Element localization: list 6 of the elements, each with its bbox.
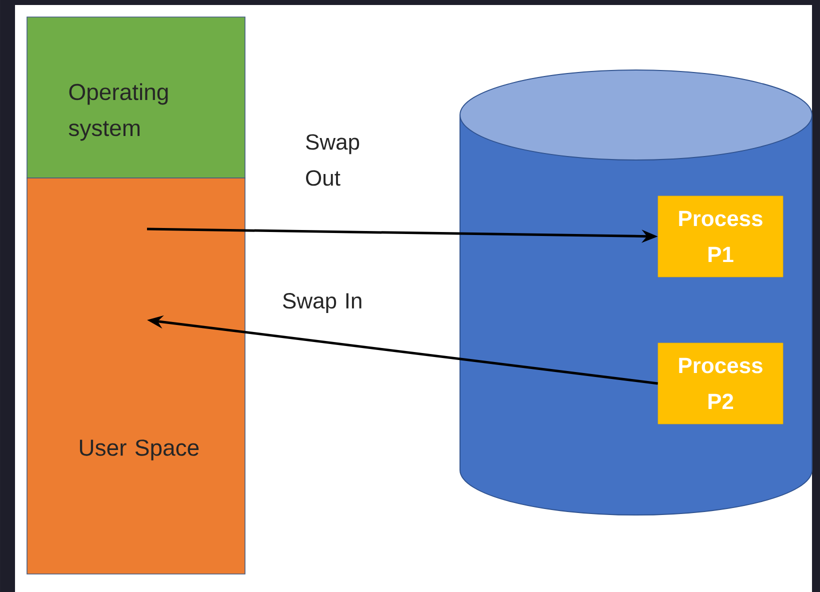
process-box: Process P1 bbox=[658, 196, 784, 278]
edge-label: Swap In bbox=[283, 293, 362, 313]
memory-region: Operating system bbox=[26, 16, 246, 178]
edge-label: Swap Out bbox=[306, 134, 360, 186]
process-box: Process P2 bbox=[658, 342, 784, 424]
memory-region: User Space bbox=[26, 178, 246, 574]
